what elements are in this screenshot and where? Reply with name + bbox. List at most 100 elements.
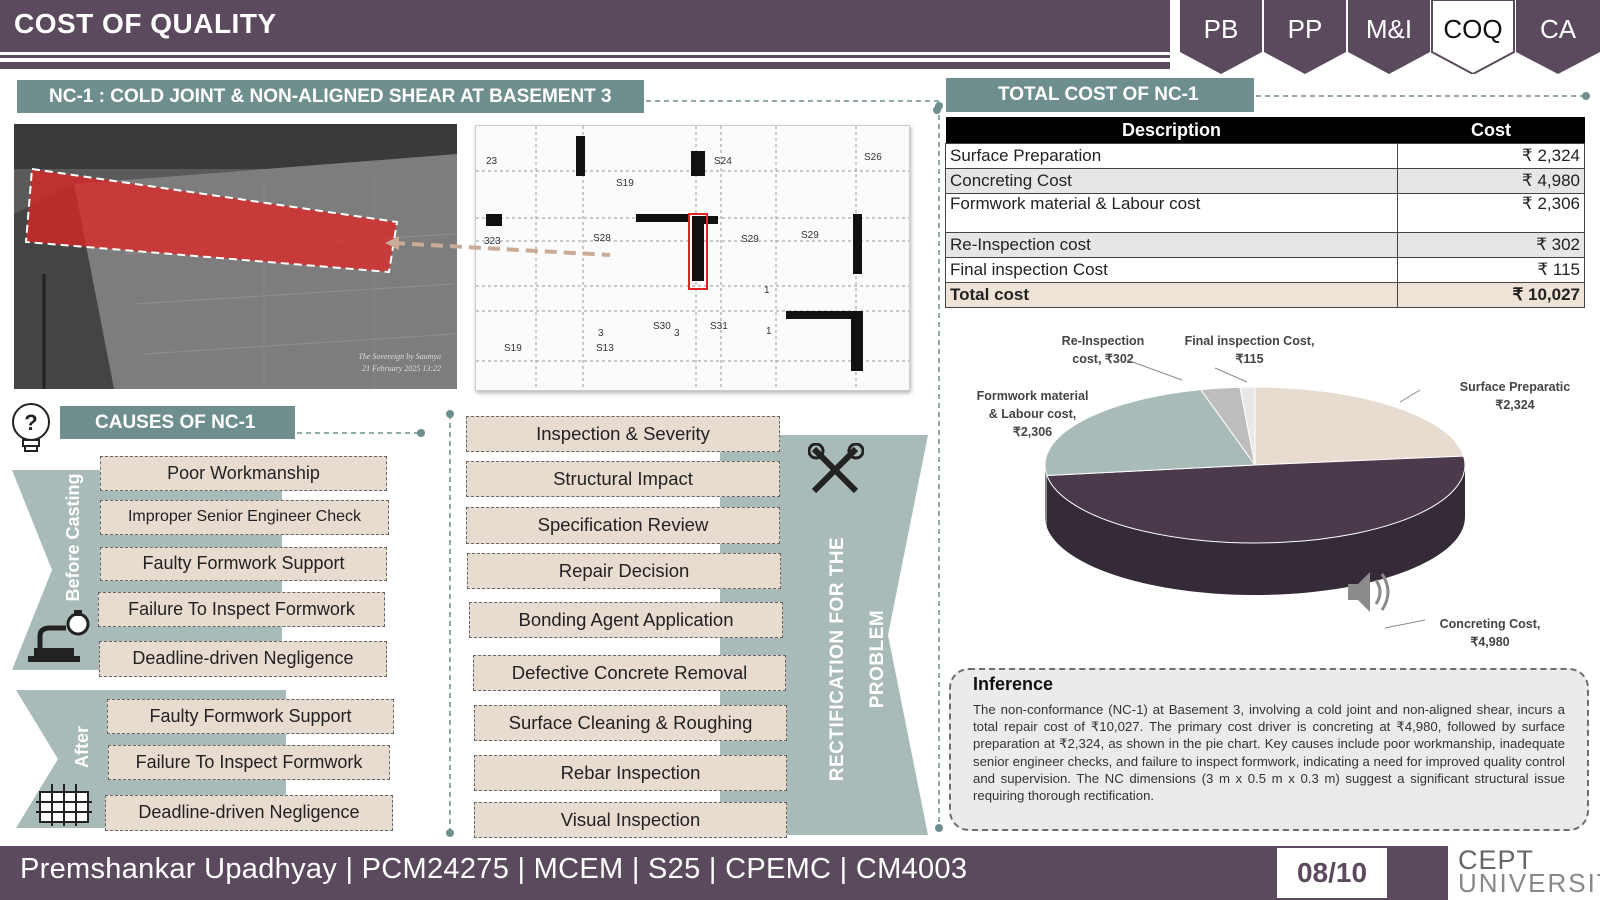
svg-text:3: 3 (598, 328, 604, 339)
cause-after: Failure To Inspect Formwork (108, 745, 390, 780)
cost-table-header: Description Cost (945, 117, 1585, 144)
svg-text:S29: S29 (741, 234, 759, 245)
svg-text:S30: S30 (653, 321, 671, 332)
header-divider (0, 55, 1170, 58)
header-divider-2 (0, 62, 1170, 69)
nc-connector-line (646, 100, 941, 114)
svg-text:COQ: COQ (1443, 14, 1502, 44)
svg-text:PP: PP (1288, 14, 1323, 44)
svg-text:3: 3 (674, 328, 680, 339)
svg-text:S29: S29 (801, 230, 819, 241)
cost-total-row: Total cost ₹ 10,027 (945, 282, 1585, 308)
defect-highlight (24, 167, 399, 274)
svg-text:S31: S31 (710, 321, 728, 332)
pie-label-final: Final inspection Cost,₹115 (1184, 334, 1315, 366)
logo-text-university: UNIVERSITY (1458, 868, 1600, 898)
speaker-icon[interactable] (1340, 562, 1400, 622)
cost-pie-chart: Surface Preparatic₹2,324 Concreting Cost… (945, 330, 1590, 660)
svg-text:M&I: M&I (1366, 14, 1412, 44)
pie-slice (1239, 386, 1256, 466)
cause-before: Faulty Formwork Support (100, 547, 387, 581)
tab-pp[interactable]: PP (1264, 0, 1346, 74)
cost-banner: TOTAL COST OF NC-1 (946, 78, 1254, 112)
cause-before: Failure To Inspect Formwork (98, 592, 385, 627)
svg-text:S26: S26 (864, 152, 882, 163)
svg-text:S28: S28 (593, 233, 611, 244)
photo-to-drawing-arrow (385, 236, 611, 257)
faucet-icon (28, 610, 90, 662)
cost-row-value: ₹ 4,980 (1397, 168, 1585, 194)
inference-box: Inference The non-conformance (NC-1) at … (949, 668, 1589, 831)
university-logo (1448, 846, 1600, 900)
photo-caption-date: 21 February 2025 13:22 (362, 364, 441, 373)
rectification-step: Rebar Inspection (474, 755, 787, 791)
cost-row-description: Formwork material & Labour cost (945, 193, 1398, 233)
cost-row: Formwork material & Labour cost ₹ 2,306 (945, 193, 1585, 233)
tab-coq[interactable]: COQ (1431, 0, 1515, 74)
drawing-plan: 23 S24 S26 S19 S28 S29 S29 323 S30 S31 S… (476, 126, 909, 390)
rectification-step: Surface Cleaning & Roughing (474, 705, 787, 741)
cost-header-description: Description (945, 117, 1398, 144)
cost-table: Description Cost Surface Preparation ₹ 2… (945, 117, 1585, 308)
rectification-step: Visual Inspection (474, 802, 787, 838)
svg-text:1: 1 (766, 326, 772, 337)
pie-slice (1254, 386, 1465, 466)
cause-before: Improper Senior Engineer Check (100, 500, 389, 535)
inference-title: Inference (973, 674, 1054, 694)
cost-row: Re-Inspection cost ₹ 302 (945, 232, 1585, 258)
rectification-label-wrap: RECTIFICATION FOR THE PROBLEM (818, 500, 888, 818)
logo-text-cept: CEPT (1458, 845, 1535, 875)
inference-text: The non-conformance (NC-1) at Basement 3… (973, 702, 1565, 804)
footer-author-info: Premshankar Upadhyay | PCM24275 | MCEM |… (20, 853, 968, 885)
tools-icon (808, 443, 864, 494)
cause-after: Deadline-driven Negligence (105, 795, 393, 831)
cost-row-description: Surface Preparation (945, 143, 1398, 169)
cost-total-label: Total cost (945, 282, 1398, 308)
cost-connector-line (1256, 92, 1590, 100)
cost-total-value: ₹ 10,027 (1397, 282, 1585, 308)
svg-text:S19: S19 (616, 178, 634, 189)
cost-row-value: ₹ 2,306 (1397, 193, 1585, 233)
pie-svg (1044, 386, 1466, 595)
rectification-step: Bonding Agent Application (469, 602, 783, 638)
svg-text:323: 323 (484, 236, 501, 247)
idea-head-icon: ? (12, 403, 50, 452)
before-casting-label-wrap: Before Casting (53, 470, 93, 605)
causes-connector-line (297, 429, 425, 437)
svg-text:S13: S13 (596, 343, 614, 354)
svg-text:S24: S24 (714, 156, 732, 167)
cost-header-cost: Cost (1397, 117, 1585, 144)
before-casting-label: Before Casting (63, 473, 83, 602)
after-label-wrap: After (62, 702, 102, 792)
cost-row-description: Final inspection Cost (945, 257, 1398, 283)
cost-row-description: Concreting Cost (945, 168, 1398, 194)
cost-row: Final inspection Cost ₹ 115 (945, 257, 1585, 283)
cause-before: Deadline-driven Negligence (99, 641, 387, 677)
photo-caption-title: The Sovereign by Saumya (358, 352, 441, 361)
svg-text:1: 1 (764, 285, 770, 296)
tab-pb[interactable]: PB (1180, 0, 1262, 74)
cost-row: Surface Preparation ₹ 2,324 (945, 143, 1585, 169)
tab-ca[interactable]: CA (1516, 0, 1600, 74)
cost-row-value: ₹ 115 (1397, 257, 1585, 283)
svg-text:S19: S19 (504, 343, 522, 354)
rebar-grid-icon (36, 784, 92, 826)
rectification-step: Inspection & Severity (466, 416, 780, 452)
page-title: COST OF QUALITY (14, 8, 277, 39)
cost-row: Concreting Cost ₹ 4,980 (945, 168, 1585, 194)
site-photo-illustration (14, 124, 457, 389)
page-number: 08/10 (1277, 848, 1387, 898)
rectification-step: Structural Impact (466, 461, 780, 497)
pie-slice (1046, 455, 1466, 544)
cause-before: Poor Workmanship (100, 456, 387, 491)
svg-text:?: ? (24, 410, 37, 435)
rectification-label: RECTIFICATION FOR THE PROBLEM (827, 536, 888, 782)
cause-after: Faulty Formwork Support (107, 699, 394, 734)
tab-mi[interactable]: M&I (1348, 0, 1430, 74)
after-label: After (72, 726, 92, 769)
cost-row-value: ₹ 2,324 (1397, 143, 1585, 169)
rectification-step: Defective Concrete Removal (473, 655, 786, 691)
rectification-step: Repair Decision (467, 553, 781, 589)
cost-row-description: Re-Inspection cost (945, 232, 1398, 258)
